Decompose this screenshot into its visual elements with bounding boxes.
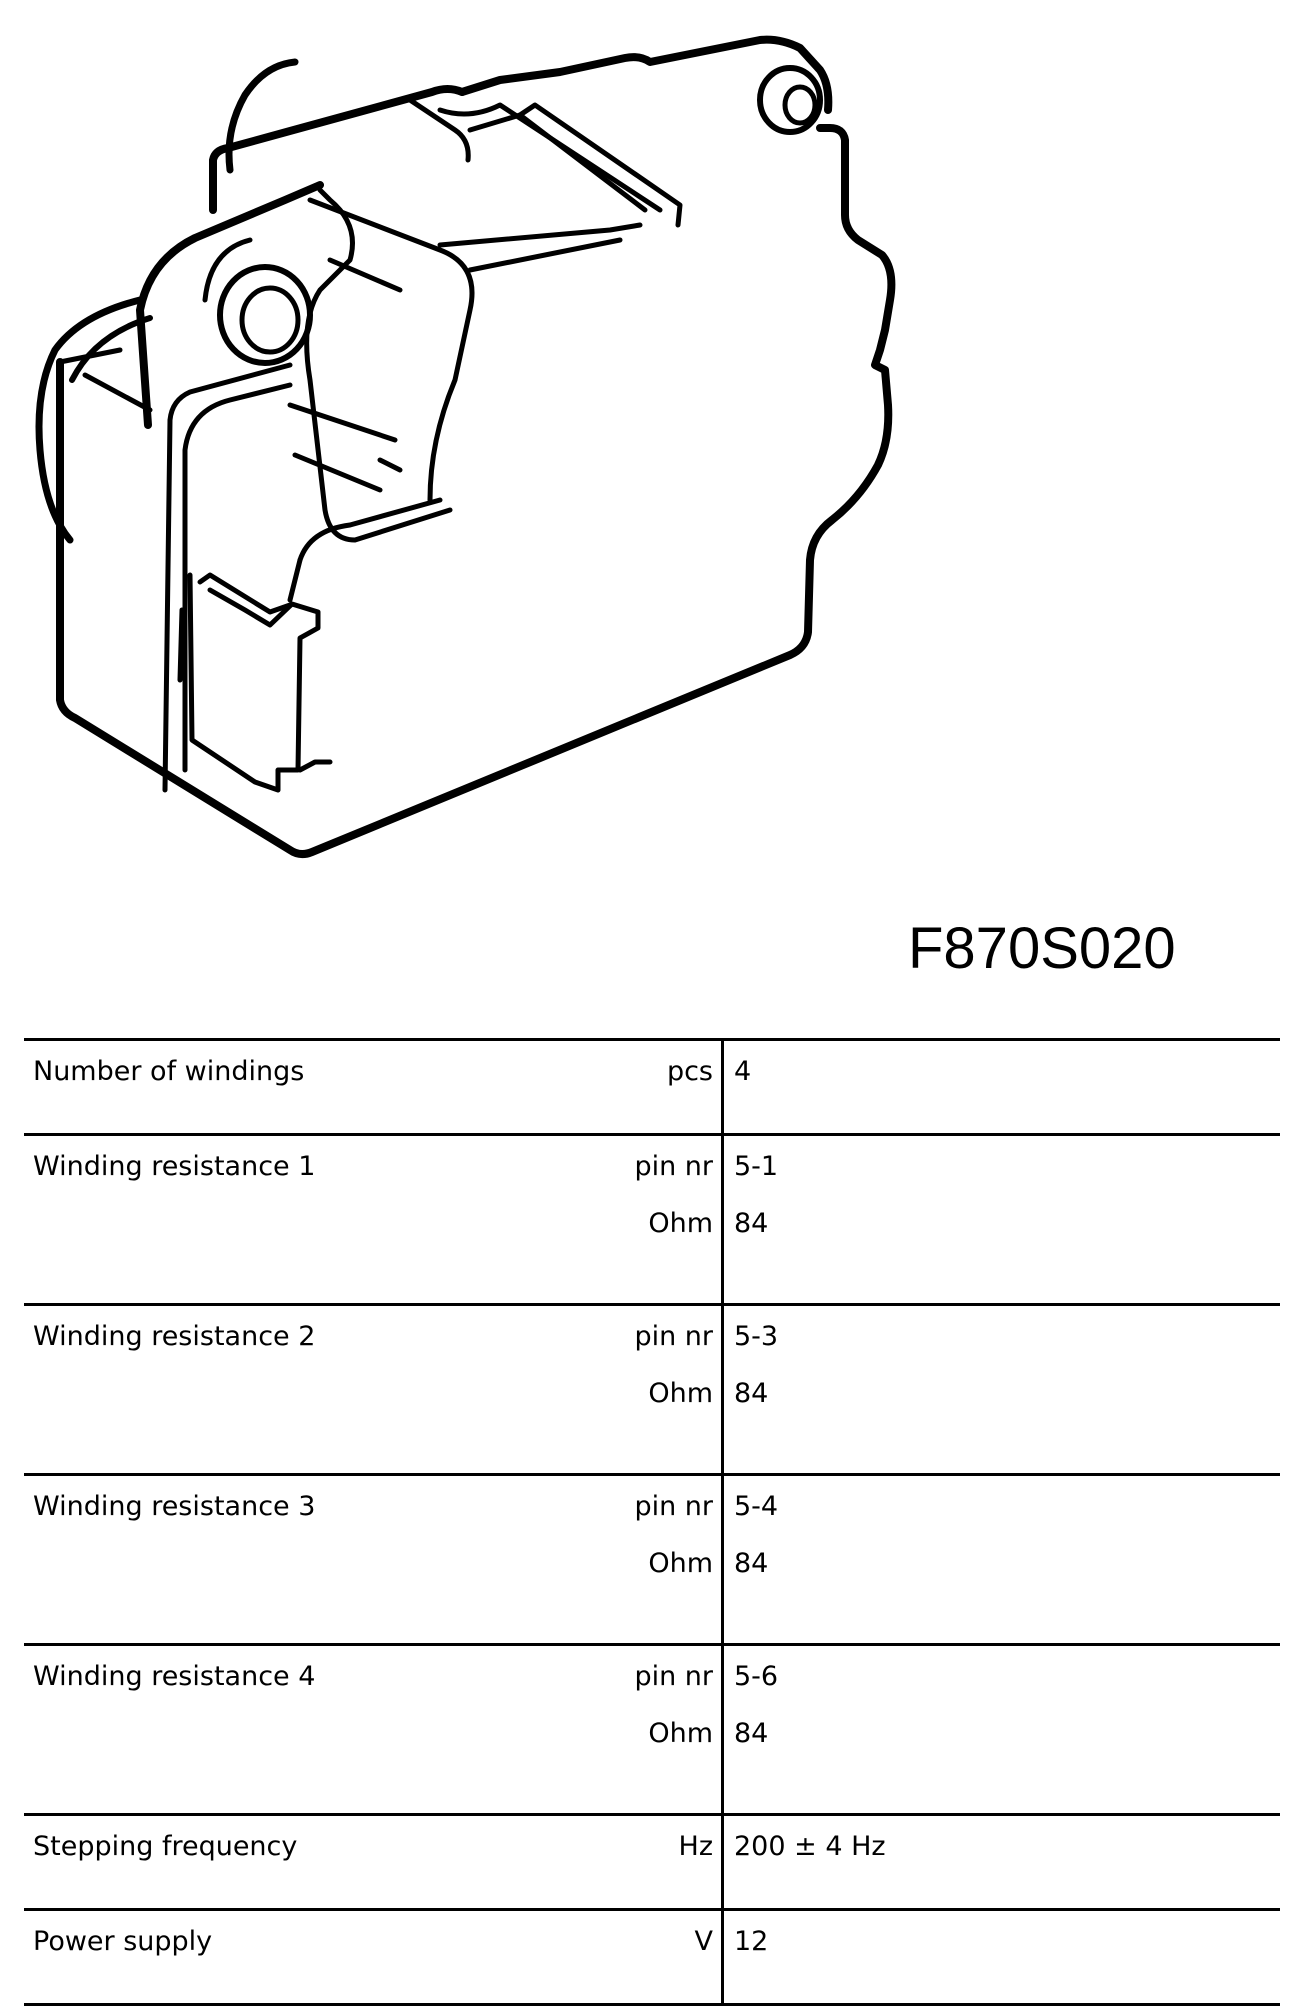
spec-row: Stepping frequency Hz 200 ± 4 Hz xyxy=(24,1815,1280,1910)
spec-value: 84 xyxy=(723,1380,1281,1475)
spec-name: Number of windings xyxy=(24,1040,493,1135)
spec-name: Power supply xyxy=(24,1910,493,2005)
spec-unit: Ohm xyxy=(493,1210,723,1305)
spec-unit: pin nr xyxy=(493,1305,723,1381)
spec-name: Winding resistance 2 xyxy=(24,1305,493,1381)
spec-value: 5-1 xyxy=(723,1135,1281,1211)
spec-row: Winding resistance 2 pin nr 5-3 xyxy=(24,1305,1280,1381)
spec-value: 5-4 xyxy=(723,1475,1281,1551)
spec-name: Stepping frequency xyxy=(24,1815,493,1910)
spec-unit: Ohm xyxy=(493,1380,723,1475)
stepper-motor-illustration xyxy=(0,0,1312,900)
spec-name: Winding resistance 4 xyxy=(24,1645,493,1721)
spec-row: Number of windings pcs 4 xyxy=(24,1040,1280,1135)
spec-unit: pin nr xyxy=(493,1645,723,1721)
specification-table: Number of windings pcs 4 Winding resista… xyxy=(24,1038,1280,2006)
spec-row: Ohm 84 xyxy=(24,1210,1280,1305)
spec-unit: Ohm xyxy=(493,1720,723,1815)
spec-value: 5-6 xyxy=(723,1645,1281,1721)
spec-value: 84 xyxy=(723,1720,1281,1815)
spec-row: Power supply V 12 xyxy=(24,1910,1280,2005)
spec-unit: V xyxy=(493,1910,723,2005)
spec-value: 5-3 xyxy=(723,1305,1281,1381)
spec-name: Winding resistance 3 xyxy=(24,1475,493,1551)
spec-row: Ohm 84 xyxy=(24,1550,1280,1645)
spec-unit: pcs xyxy=(493,1040,723,1135)
spec-value: 4 xyxy=(723,1040,1281,1135)
spec-unit: pin nr xyxy=(493,1135,723,1211)
spec-value: 84 xyxy=(723,1550,1281,1645)
part-number: F870S020 xyxy=(908,920,1176,978)
spec-unit: Ohm xyxy=(493,1550,723,1645)
spec-row: Winding resistance 1 pin nr 5-1 xyxy=(24,1135,1280,1211)
spec-row: Ohm 84 xyxy=(24,1380,1280,1475)
spec-value: 84 xyxy=(723,1210,1281,1305)
spec-unit: Hz xyxy=(493,1815,723,1910)
spec-name: Winding resistance 1 xyxy=(24,1135,493,1211)
spec-row: Winding resistance 3 pin nr 5-4 xyxy=(24,1475,1280,1551)
spec-value: 12 xyxy=(723,1910,1281,2005)
spec-row: Ohm 84 xyxy=(24,1720,1280,1815)
spec-unit: pin nr xyxy=(493,1475,723,1551)
spec-value: 200 ± 4 Hz xyxy=(723,1815,1281,1910)
spec-row: Winding resistance 4 pin nr 5-6 xyxy=(24,1645,1280,1721)
